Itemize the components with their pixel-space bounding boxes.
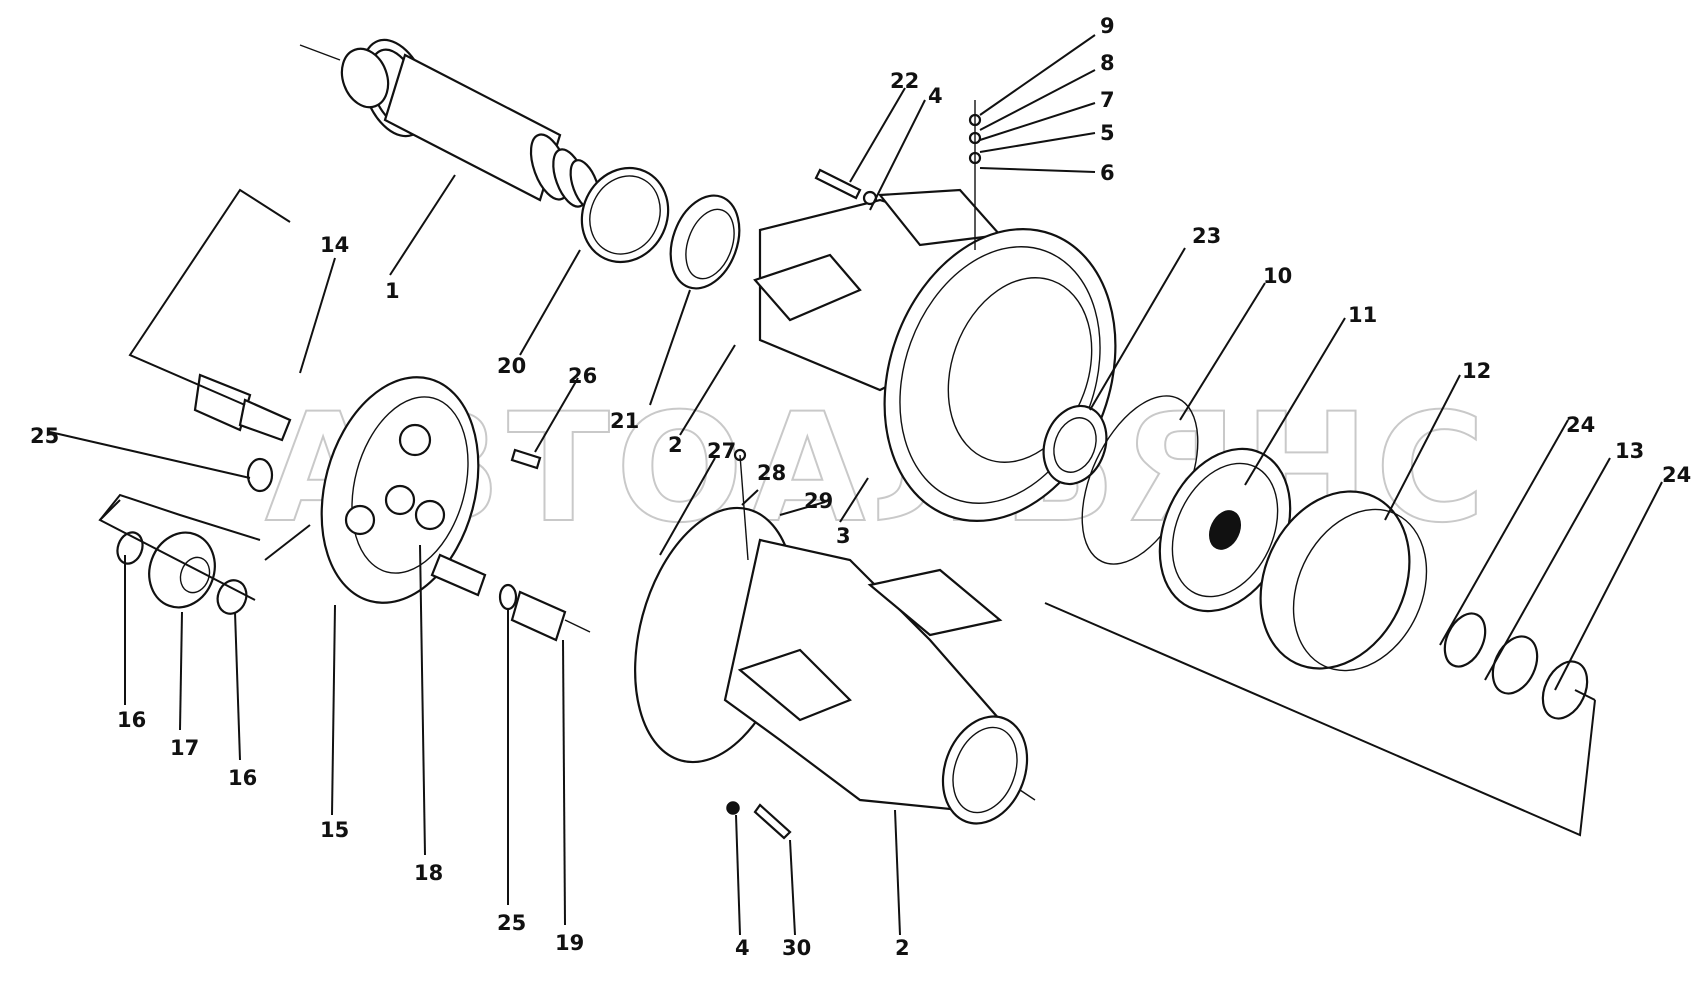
label-part-6: 6 [1100, 161, 1115, 185]
label-part-4-upper: 4 [928, 84, 943, 108]
label-part-25-left: 25 [30, 424, 59, 448]
bearing-part [669, 194, 741, 290]
label-part-12: 12 [1462, 359, 1491, 383]
axle-shaft-part [299, 38, 601, 211]
label-part-14: 14 [320, 233, 349, 257]
seal-ring-part [580, 166, 670, 264]
label-part-27: 27 [707, 439, 736, 463]
label-part-2-lower: 2 [895, 936, 910, 960]
label-part-25-right: 25 [497, 911, 526, 935]
label-part-11: 11 [1348, 303, 1377, 327]
part-labels: 1 20 21 2 22 4 9 8 7 5 6 23 10 11 12 24 … [30, 14, 1691, 960]
label-part-21: 21 [610, 409, 639, 433]
label-part-18: 18 [414, 861, 443, 885]
label-part-16-left: 16 [117, 708, 146, 732]
label-part-29: 29 [804, 489, 833, 513]
upper-housing-part [753, 188, 1117, 522]
label-part-24-right: 24 [1662, 463, 1691, 487]
label-part-19: 19 [555, 931, 584, 955]
label-part-3: 3 [836, 524, 851, 548]
label-part-20: 20 [497, 354, 526, 378]
label-part-17: 17 [170, 736, 199, 760]
lower-housing-part [634, 506, 1036, 825]
pin-bearing-part [430, 448, 591, 642]
washer-stack-part [1443, 612, 1589, 720]
label-part-26: 26 [568, 364, 597, 388]
label-part-22: 22 [890, 69, 919, 93]
label-part-1: 1 [385, 279, 400, 303]
label-part-7: 7 [1100, 88, 1115, 112]
leader-lines [49, 34, 1663, 936]
label-part-2-upper: 2 [668, 433, 683, 457]
label-part-30: 30 [782, 936, 811, 960]
label-part-28: 28 [757, 461, 786, 485]
label-part-24-left: 24 [1566, 413, 1595, 437]
label-part-23: 23 [1192, 224, 1221, 248]
ring-gear-part [1259, 490, 1428, 672]
planet-carrier-part [320, 376, 480, 604]
label-part-10: 10 [1263, 264, 1292, 288]
planet-gear-part [116, 531, 248, 615]
label-part-16-right: 16 [228, 766, 257, 790]
label-part-4-lower: 4 [735, 936, 750, 960]
label-part-15: 15 [320, 818, 349, 842]
label-part-9: 9 [1100, 14, 1115, 38]
fastener-parts [726, 100, 982, 840]
label-part-13: 13 [1615, 439, 1644, 463]
assembly-outline [98, 188, 1596, 837]
label-part-8: 8 [1100, 51, 1115, 75]
label-part-5: 5 [1100, 121, 1115, 145]
